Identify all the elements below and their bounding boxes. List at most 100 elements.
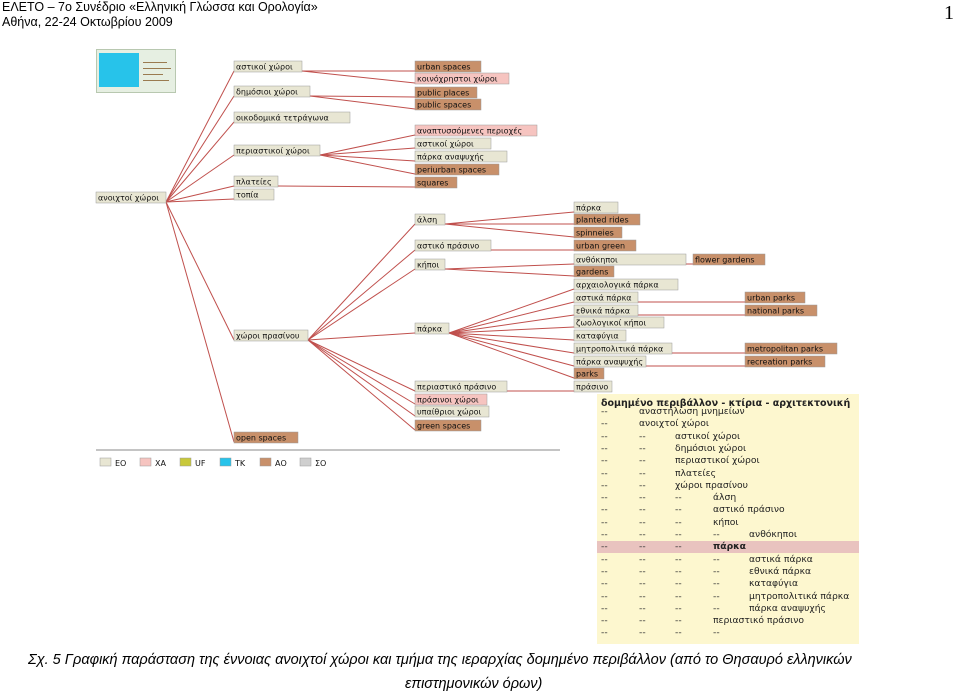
node-label: κοινόχρηστοι χώροι	[417, 74, 498, 84]
node-label: national parks	[747, 307, 804, 316]
node-label: ανθόκηποι	[576, 255, 618, 265]
node-n7: χώροι πρασίνου	[233, 329, 309, 342]
node-box	[573, 253, 687, 266]
table-row: --------αστικά πάρκα	[597, 554, 859, 566]
node-box	[744, 355, 826, 368]
edge-g4-g4e	[448, 332, 575, 341]
node-box	[414, 86, 478, 99]
edge-root-n5	[165, 185, 235, 203]
edge-g4-g4g	[448, 332, 575, 367]
node-label: αστικοί χώροι	[417, 139, 474, 149]
node-box	[233, 431, 299, 444]
edge-root-n3	[165, 121, 235, 203]
node-label: οικοδομικά τετράγωνα	[236, 114, 329, 123]
node-box	[414, 163, 500, 176]
table-row: ----πλατείες	[597, 468, 859, 480]
table-row: ----χώροι πρασίνου	[597, 480, 859, 492]
node-label: urban green	[576, 242, 625, 251]
node-g3b: gardens	[573, 265, 615, 278]
edge-n4-n4b	[319, 147, 416, 156]
indent-dash: --	[675, 627, 682, 639]
page-number: 1	[944, 2, 954, 24]
node-label: squares	[417, 179, 448, 188]
node-box	[414, 393, 488, 406]
edge-n7-g4	[307, 332, 416, 341]
table-row: ------περιαστικό πράσινο	[597, 615, 859, 627]
indent-dash: --	[601, 455, 608, 467]
node-n6: τοπία	[233, 188, 275, 201]
indent-dash: --	[601, 516, 608, 528]
header-date: Αθήνα, 22-24 Οκτωβρίου 2009	[2, 15, 173, 29]
table-row-text: αστικά πάρκα	[749, 553, 813, 565]
node-label: πάρκα αναψυχής	[417, 153, 484, 162]
indent-dash: --	[601, 553, 608, 565]
node-label: πλατείες	[236, 178, 272, 187]
edge-root-n2	[165, 95, 235, 203]
indent-dash: --	[639, 504, 646, 516]
indent-dash: --	[639, 590, 646, 602]
indent-dash: --	[639, 479, 646, 491]
edge-g4-g4c	[448, 314, 575, 334]
indent-dash: --	[601, 590, 608, 602]
node-label: urban spaces	[417, 63, 471, 72]
edge-root-n4	[165, 154, 235, 203]
node-label: metropolitan parks	[747, 345, 823, 354]
edge-root-n1	[165, 70, 235, 203]
table-row-text: περιαστικοί χώροι	[675, 455, 760, 467]
node-n1a: urban spaces	[414, 60, 482, 73]
node-box	[233, 144, 321, 157]
indent-dash: --	[601, 627, 608, 639]
node-n4a: αναπτυσσόμενες περιοχές	[414, 124, 538, 137]
table-row-text: καταφύγια	[749, 578, 799, 590]
edge-n4-n4d	[319, 154, 416, 175]
indent-dash: --	[675, 529, 682, 540]
table-row: --------καταφύγια	[597, 578, 859, 590]
legend-label-UF: UF	[195, 459, 206, 468]
node-box	[233, 111, 351, 124]
node-box	[573, 265, 615, 278]
edge-g4-g4b	[448, 301, 575, 334]
edge-n1-n1b	[301, 70, 416, 84]
table-row: ----αστικοί χώροι	[597, 431, 859, 443]
node-box	[233, 188, 275, 201]
node-box	[573, 239, 637, 252]
indent-dash: --	[639, 455, 646, 467]
legend-swatch-UF	[179, 457, 192, 467]
edge-n7-g3	[307, 268, 416, 341]
indent-dash: --	[675, 602, 682, 614]
indent-dash: --	[601, 578, 608, 590]
node-g8: green spaces	[414, 419, 482, 432]
node-g4f1: metropolitan parks	[744, 342, 838, 355]
node-g4b1: urban parks	[744, 291, 806, 304]
thumbnail-highlight	[99, 53, 139, 87]
table-row: ------κήποι	[597, 517, 859, 529]
table-title: δομημένο περιβάλλον - κτίρια - αρχιτεκτο…	[601, 398, 851, 409]
edge-g3-g3a	[444, 263, 575, 270]
node-box	[414, 239, 492, 252]
node-box	[692, 253, 766, 266]
node-g1a: πάρκα	[573, 201, 619, 214]
indent-dash: --	[639, 467, 646, 479]
figure-caption: Σχ. 5 Γραφική παράσταση της έννοιας ανοι…	[28, 652, 852, 668]
indent-dash: --	[713, 590, 720, 602]
table-row-text: μητροπολιτικά πάρκα	[749, 590, 850, 602]
node-n4b: αστικοί χώροι	[414, 137, 492, 150]
indent-dash: --	[675, 578, 682, 590]
legend-swatch-SO	[299, 457, 312, 467]
node-label: ζωολογικοί κήποι	[576, 319, 646, 328]
indent-dash: --	[639, 627, 646, 639]
indent-dash: --	[639, 553, 646, 565]
node-label: χώροι πρασίνου	[236, 331, 300, 341]
node-box	[233, 175, 279, 188]
indent-dash: --	[639, 430, 646, 442]
indent-dash: --	[601, 467, 608, 479]
indent-dash: --	[675, 504, 682, 516]
indent-dash: --	[639, 516, 646, 528]
diagram-edges	[165, 70, 745, 443]
node-n1: αστικοί χώροι	[233, 60, 303, 73]
indent-dash: --	[713, 553, 720, 565]
table-row-text: κήποι	[713, 516, 739, 528]
edge-g1-g1a	[444, 211, 575, 225]
node-box	[414, 137, 492, 150]
